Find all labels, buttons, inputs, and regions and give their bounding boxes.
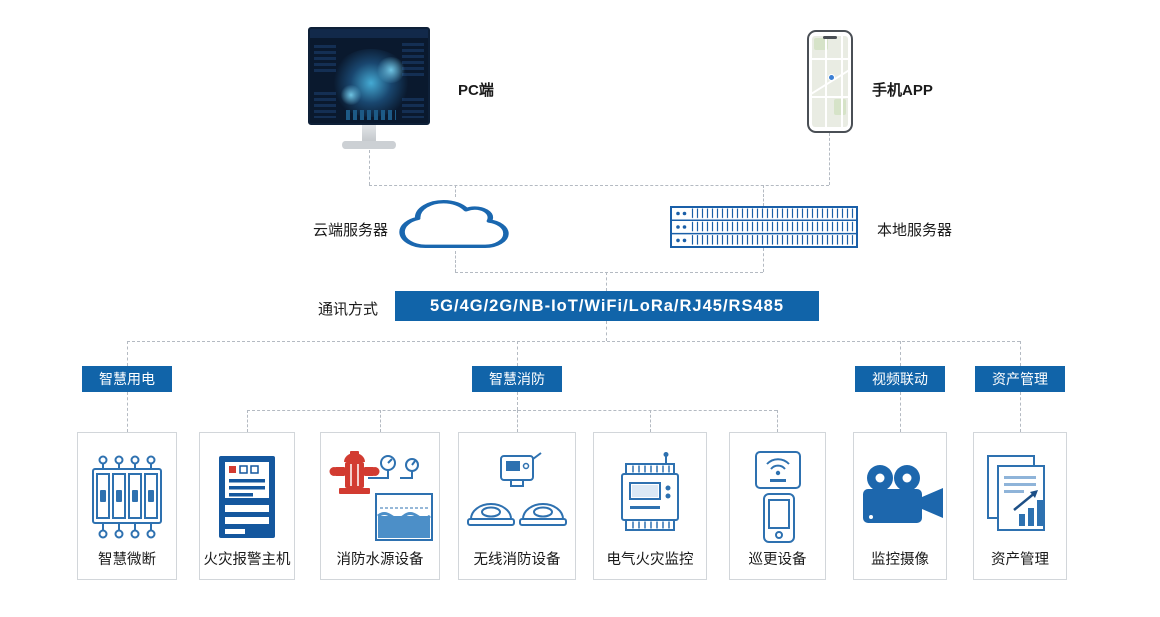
device-box-camera: 监控摄像 — [853, 432, 947, 580]
dashboard-bar-chart — [346, 110, 396, 120]
cloud-server-icon — [399, 199, 509, 249]
map-location-dot — [828, 74, 835, 81]
connector-line — [1020, 392, 1021, 432]
device-label: 无线消防设备 — [473, 552, 561, 568]
map-park-patch — [814, 38, 828, 50]
device-label: 智慧微断 — [98, 552, 156, 568]
category-badge-smart-power: 智慧用电 — [82, 366, 172, 392]
category-badge-video-linkage: 视频联动 — [855, 366, 945, 392]
device-label: 资产管理 — [991, 552, 1049, 568]
local-server-rack-icon — [670, 206, 858, 248]
device-label: 消防水源设备 — [336, 552, 424, 568]
asset-report-icon — [980, 445, 1060, 548]
dashboard-header-bar — [310, 29, 428, 38]
fire-hydrant-icon — [324, 445, 436, 548]
connector-line — [517, 341, 518, 366]
device-label: 巡更设备 — [748, 552, 807, 568]
video-camera-icon — [854, 445, 946, 548]
dashboard-map-glow — [340, 85, 362, 105]
connector-line — [900, 392, 901, 432]
dashboard-map-glow — [376, 57, 406, 83]
connector-line — [127, 341, 1020, 342]
comm-protocols-banner: 5G/4G/2G/NB-IoT/WiFi/LoRa/RJ45/RS485 — [395, 291, 819, 321]
power-meter-icon — [608, 445, 692, 548]
connector-line — [455, 185, 456, 197]
device-box-fire-water: 消防水源设备 — [320, 432, 440, 580]
connector-line — [829, 133, 830, 185]
connector-line — [900, 341, 901, 366]
device-box-electrical-fire: 电气火灾监控 — [593, 432, 707, 580]
device-box-asset: 资产管理 — [973, 432, 1067, 580]
map-road — [841, 36, 843, 127]
device-box-smart-breaker: 智慧微断 — [77, 432, 177, 580]
phone-notch — [823, 36, 837, 39]
smoke-detector-icon — [461, 445, 573, 548]
cloud-server-label: 云端服务器 — [313, 222, 389, 239]
connector-line — [127, 341, 128, 366]
map-park-patch — [834, 99, 846, 115]
mobile-phone — [807, 30, 853, 133]
connector-line — [247, 410, 777, 411]
device-label: 监控摄像 — [871, 552, 929, 568]
connector-line — [606, 272, 607, 291]
device-box-patrol: 巡更设备 — [729, 432, 826, 580]
connector-line — [517, 410, 518, 432]
map-road — [825, 36, 827, 127]
device-box-wireless-fire: 无线消防设备 — [458, 432, 576, 580]
connector-line — [455, 251, 456, 272]
device-label: 火灾报警主机 — [203, 552, 291, 568]
phone-app-label: 手机APP — [872, 82, 933, 99]
phone-map-screen — [812, 36, 848, 127]
connector-line — [247, 410, 248, 432]
patrol-device-icon — [746, 445, 810, 548]
connector-line — [650, 410, 651, 432]
monitor-stand-base — [342, 141, 396, 149]
pc-label: PC端 — [458, 82, 494, 99]
dashboard-left-panel — [314, 45, 336, 75]
comm-method-label: 通讯方式 — [318, 301, 379, 318]
map-road — [812, 96, 848, 98]
connector-line — [369, 150, 370, 185]
pc-dashboard-screen — [308, 27, 430, 125]
device-box-fire-alarm-host: 火灾报警主机 — [199, 432, 295, 580]
connector-line — [127, 392, 128, 432]
connector-line — [763, 248, 764, 272]
connector-line — [380, 410, 381, 432]
dashboard-left-panel — [314, 92, 336, 118]
fire-alarm-panel-icon — [216, 445, 278, 548]
connector-line — [763, 185, 764, 206]
dashboard-right-panel — [402, 98, 424, 118]
connector-line — [1020, 341, 1021, 366]
category-badge-smart-fire: 智慧消防 — [472, 366, 562, 392]
local-server-label: 本地服务器 — [877, 222, 953, 239]
connector-line — [777, 410, 778, 432]
connector-line — [606, 321, 607, 341]
connector-line — [455, 272, 763, 273]
map-road — [812, 58, 848, 60]
connector-line — [517, 392, 518, 410]
monitor-stand-neck — [362, 125, 376, 142]
circuit-breaker-icon — [88, 445, 166, 548]
category-badge-asset-management: 资产管理 — [975, 366, 1065, 392]
connector-line — [369, 185, 829, 186]
device-label: 电气火灾监控 — [606, 552, 694, 568]
